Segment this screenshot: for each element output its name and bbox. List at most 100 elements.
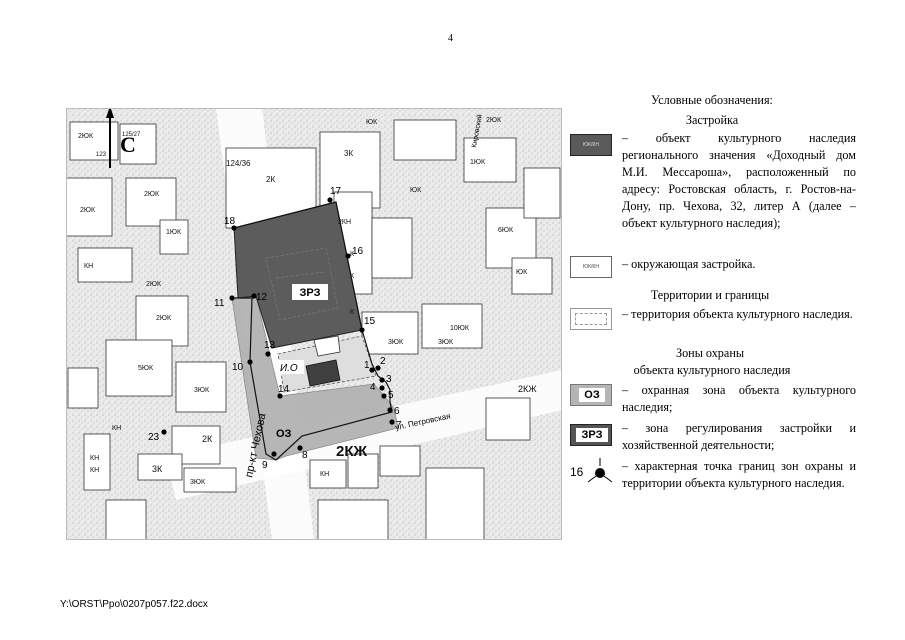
point-label: 1 [364, 360, 370, 371]
point-marker [251, 293, 257, 299]
legend-symbol-zrz-label: ЗРЗ [576, 428, 608, 442]
point-label: 4 [370, 382, 376, 393]
building [67, 367, 99, 409]
building [425, 467, 485, 540]
building [523, 167, 561, 219]
point-label: 7 [396, 420, 402, 431]
point-marker [389, 419, 395, 425]
building [393, 119, 457, 161]
building [77, 247, 133, 283]
point-label: 9 [262, 460, 268, 471]
point-label: 14 [278, 384, 290, 395]
building-label: 2ЮК [80, 207, 96, 214]
building-label: КН [84, 263, 93, 270]
point-label: 12 [256, 292, 268, 303]
building-label: 2К [266, 175, 275, 184]
building-label: 125/27 [122, 132, 141, 138]
building-label: 10ЮК [450, 325, 470, 332]
building-label: 3ЮК [194, 387, 210, 394]
building-label: 3ЮК [190, 479, 206, 486]
point-label: 23 [148, 432, 160, 443]
protection-zone-oz [231, 295, 399, 461]
building [361, 311, 419, 355]
point-label: 16 [352, 246, 364, 257]
legend-title: Условные обозначения: [651, 93, 773, 107]
building [83, 433, 111, 491]
north-arrow: С [106, 108, 136, 168]
building [463, 137, 517, 183]
building-label: КН [112, 425, 121, 432]
building-label: 2К [202, 434, 213, 444]
building [183, 467, 237, 493]
zrz-label-box [292, 284, 328, 300]
building [309, 459, 347, 489]
building-label: 2КЖ [518, 384, 537, 394]
building-label: 3К [344, 149, 353, 158]
point-marker [271, 451, 277, 457]
building-label: 124/36 [226, 159, 251, 168]
building [119, 123, 157, 165]
zone-boundary-line [232, 201, 393, 461]
building-label: 2ЮК [156, 315, 172, 322]
building [66, 177, 113, 237]
building-label: 2ЮК [78, 133, 94, 140]
building-label: ЮК [410, 187, 422, 194]
io-label: И.О [280, 363, 298, 374]
legend-text-surrounding: – окружающая застройка. [622, 257, 756, 271]
point-marker [327, 197, 333, 203]
point-marker [161, 429, 167, 435]
point-label: 18 [224, 216, 236, 227]
page-number: 4 [448, 33, 453, 44]
building-label: К [350, 273, 355, 280]
legend-text-heritage: – объект культурного наследия региональн… [622, 131, 856, 230]
building-label: 2ЮК [144, 191, 160, 198]
legend-symbol-oz-label: ОЗ [579, 388, 605, 402]
legend-text-territory: – территория объекта культурного наследи… [622, 307, 853, 321]
building-label: 1ЮК [166, 229, 182, 236]
legend-symbol-point: 16 [570, 458, 613, 483]
building-label: 3К [152, 464, 163, 474]
building-label: 2ЮК [146, 281, 162, 288]
legend-symbol-zrz: ЗРЗ [570, 424, 612, 446]
building-label: 1ЮК [470, 159, 486, 166]
point-label: 11 [214, 298, 225, 309]
building [421, 303, 483, 349]
building-label: 2ЮК [486, 117, 502, 124]
building-label: 2КЖ [336, 443, 367, 460]
legend-section-territories: Территории и границы [650, 288, 770, 302]
building [125, 177, 177, 227]
legend-text-point: – характерная точка границ зон охраны и … [622, 459, 856, 490]
zrz-interior-lines [265, 247, 339, 321]
heritage-building-wing [313, 335, 341, 357]
point-marker [369, 367, 375, 373]
legend-symbol-heritage: ЮК/КН [570, 134, 612, 156]
point-marker [379, 377, 385, 383]
building [379, 445, 421, 477]
point-marker [381, 393, 387, 399]
legend-text-zrz: – зона регулирования застройки и хозяйст… [622, 421, 856, 452]
building-label: ЮК [516, 269, 528, 276]
legend-symbol-oz: ОЗ [570, 384, 612, 406]
point-marker [387, 407, 393, 413]
point-label: 17 [330, 186, 342, 197]
legend-section-zones-1: Зоны охраны [675, 346, 745, 360]
building [511, 257, 553, 295]
building-label: 2КН [338, 219, 351, 226]
legend-text-oz: – охранная зона объекта культурного насл… [622, 383, 856, 414]
heritage-building [305, 359, 341, 387]
building-label: К [350, 309, 355, 316]
point-label: 6 [394, 406, 400, 417]
point-marker [231, 225, 237, 231]
building-label: 6ЮК [498, 227, 514, 234]
point-marker [247, 359, 253, 365]
building-label: 3ЮК [388, 339, 404, 346]
building [159, 219, 189, 255]
point-label: 10 [232, 362, 244, 373]
building-label: 123 [96, 152, 107, 158]
building-label: КН [90, 455, 99, 462]
point-marker [265, 351, 271, 357]
zrz-label: ЗРЗ [300, 287, 321, 299]
building [371, 217, 413, 279]
building [485, 397, 531, 441]
building [317, 499, 389, 540]
